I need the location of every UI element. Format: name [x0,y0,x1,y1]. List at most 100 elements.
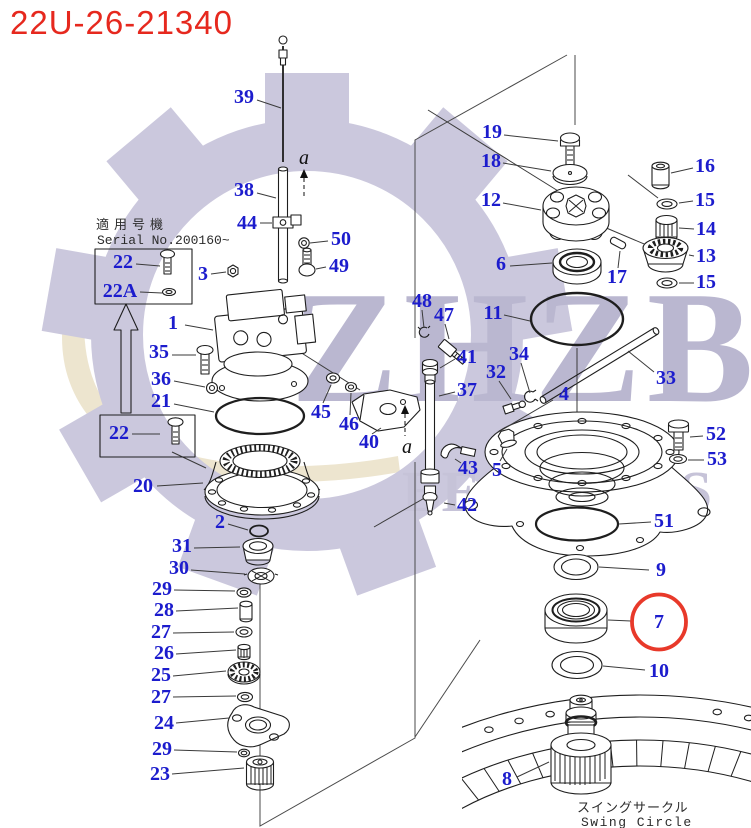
leader-line-22A [139,291,163,294]
leader-line-8 [516,761,550,778]
construction-lines [171,109,659,528]
leader-line-17 [617,250,621,269]
part-15-washer-2 [656,277,678,289]
part-label-22: 22 [109,422,129,444]
part-20-gear-case [203,443,321,520]
part-label-52: 52 [706,423,726,445]
part-24-plate [227,704,290,748]
leader-line-20 [156,482,204,487]
part-25-gear [227,661,261,685]
part-26-roller [237,643,251,661]
bolt-option-box-1 [94,248,193,305]
part-label-2: 2 [215,511,225,533]
part-label-44: 44 [237,212,257,234]
leader-line-27 [172,631,235,634]
part-label-6: 6 [496,253,506,275]
part-label-31: 31 [172,535,192,557]
part-23-coupling [245,755,275,791]
swing-circle-bolt-hole [743,714,751,722]
part-label-4: 4 [559,383,569,405]
leader-line-32 [498,380,512,400]
leader-line-47 [444,323,450,340]
part-label-51: 51 [654,510,674,532]
leader-line-29 [173,589,236,592]
part-label-12: 12 [481,189,501,211]
leader-line-22 [135,263,161,267]
leader-line-28 [175,607,239,612]
part-2-o-ring [249,524,269,538]
part-19-bolt [559,132,581,166]
part-30-castle-nut [243,567,279,585]
leader-line-7 [607,619,632,622]
part-label-35: 35 [149,341,169,363]
part-35-bolt [196,344,214,375]
leader-line-36 [173,380,206,388]
part-label-19: 19 [482,121,502,143]
part-33-shaft [539,327,660,404]
leader-line-23 [171,767,245,775]
highlight-circle-part-7 [630,592,688,652]
leader-line-16 [670,167,694,174]
part-label-41: 41 [457,346,477,368]
part-label-50: 50 [331,228,351,250]
swing-circle-bolt-hole [545,710,555,718]
part-43-clamp [440,443,477,459]
part-label-22A: 22A [103,280,138,302]
part-label-24: 24 [154,712,174,734]
part-6-bearing [552,248,602,285]
part-3-nut [227,264,239,278]
leader-line-31 [193,546,241,549]
part-50-washer [298,237,310,249]
part-label-38: 38 [234,179,254,201]
footer-caption-en: Swing Circle [581,815,693,828]
part-label-16: 16 [695,155,715,177]
part-label-37: 37 [457,379,477,401]
leader-line-34 [520,362,531,394]
leader-line-13 [688,254,695,257]
ref-marker-a-2: a [402,436,412,458]
part-label-39: 39 [234,86,254,108]
ref-arrow-icon [401,405,409,414]
part-label-28: 28 [154,599,174,621]
part-40-bracket [351,389,421,432]
part-36-washer [205,381,219,395]
watermark-swoosh [62,280,400,483]
leader-line-49 [315,266,327,270]
part-label-48: 48 [412,290,432,312]
part-label-29: 29 [152,578,172,600]
part-label-29: 29 [152,738,172,760]
page-title-part-number: 22U-26-21340 [10,4,233,41]
part-label-17: 17 [607,266,627,288]
leader-line-48 [421,309,425,329]
part-15-washer [656,198,678,210]
part-34-clip [524,389,539,403]
part-37-tube [420,379,440,484]
part-29-ring-2 [237,748,251,758]
leader-line-38 [256,192,277,199]
leader-line-33 [627,350,655,373]
swing-circle-bolt-hole [514,717,524,725]
part-label-23: 23 [150,763,170,785]
part-label-3: 3 [198,263,208,285]
leader-line-50 [309,240,329,244]
part-39-rod [278,35,288,162]
part-18-disc [552,163,588,186]
leader-line-45 [322,384,332,404]
part-label-15: 15 [695,189,715,211]
part-31-bearing [242,537,274,566]
part-number-labels: 3938445049313536212023130292827262527242… [103,86,727,790]
part-13-bearing [642,236,689,273]
part-label-27: 27 [151,686,171,708]
swing-circle-bolt-hole [331,820,339,826]
part-label-49: 49 [329,255,349,277]
part-7-bearing [544,593,608,644]
part-9-seal [553,553,599,581]
leader-line-2 [227,523,249,531]
leader-line-4 [494,399,554,435]
applicability-jp-text: 適用号機 [96,217,168,233]
part-label-11: 11 [484,302,503,324]
footer-caption-jp: スイングサークル [577,801,689,816]
leader-line-52 [689,435,704,438]
serial-number-text: Serial No.200160~ [97,233,230,248]
